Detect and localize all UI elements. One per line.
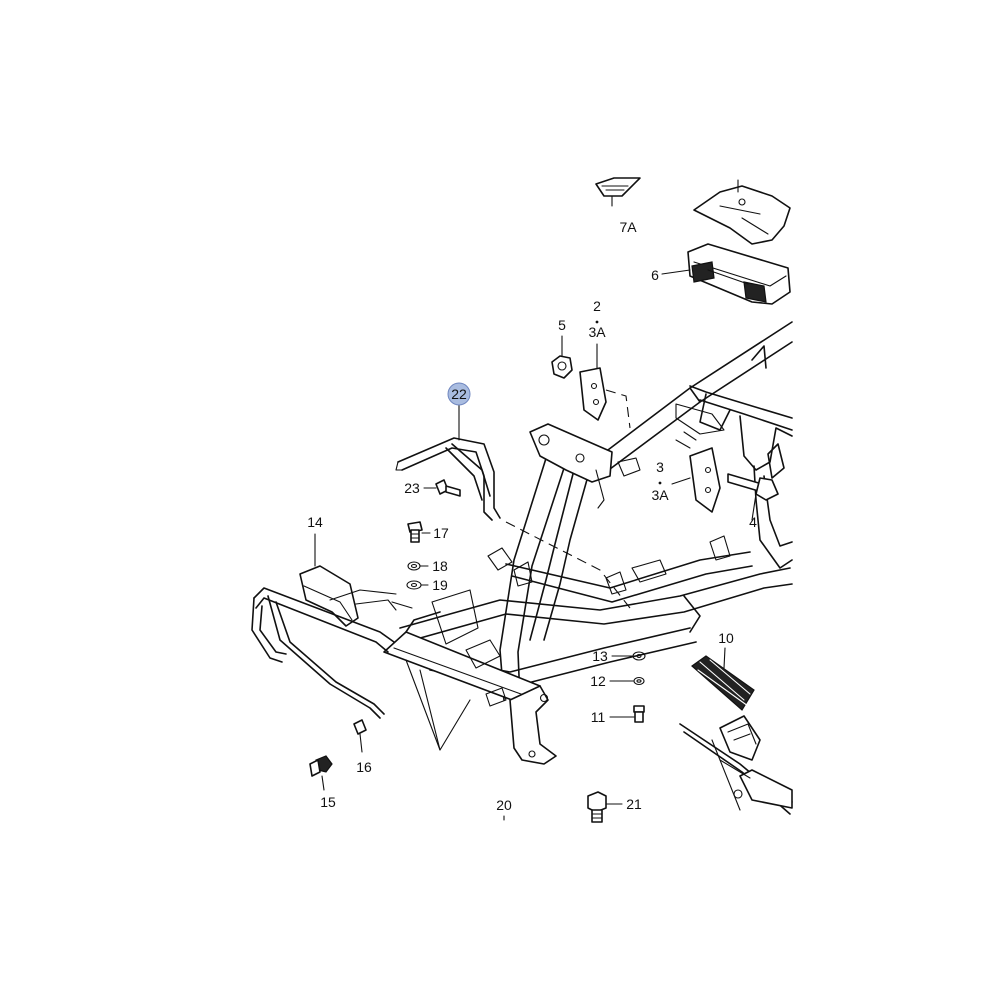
part-6-drawing [661, 243, 791, 305]
part-12-drawing [633, 676, 645, 686]
footrest-stand-drawing [679, 715, 793, 815]
callout-6[interactable]: 6 [651, 267, 659, 283]
part-2-3A-drawing [579, 343, 631, 429]
part-14-drawing [251, 533, 413, 719]
part-10-drawing [691, 647, 755, 711]
callout-10[interactable]: 10 [718, 630, 734, 646]
callout-15[interactable]: 15 [320, 794, 336, 810]
callout-14[interactable]: 14 [307, 514, 323, 530]
part-19-drawing [406, 580, 422, 590]
callout-17[interactable]: 17 [433, 525, 449, 541]
part-13-drawing [632, 651, 646, 661]
callout-11[interactable]: 11 [591, 709, 606, 725]
callout-3A-mid[interactable]: 3A [651, 487, 669, 503]
callout-3A-top[interactable]: 3A [588, 324, 606, 340]
callout-2[interactable]: 2 [593, 298, 601, 314]
callout-18[interactable]: 18 [432, 558, 448, 574]
part-7A-drawing [595, 177, 791, 245]
callout-dots [595, 320, 662, 485]
callout-21[interactable]: 21 [626, 796, 642, 812]
part-23-drawing [435, 479, 461, 497]
callout-13[interactable]: 13 [592, 648, 608, 664]
callout-23[interactable]: 23 [404, 480, 420, 496]
callout-20[interactable]: 20 [496, 797, 512, 813]
callout-3[interactable]: 3 [656, 459, 664, 475]
part-17-drawing [407, 521, 423, 543]
callout-16[interactable]: 16 [356, 759, 372, 775]
part-21-drawing [587, 791, 607, 823]
part-5-drawing [551, 335, 573, 379]
part-22-drawing [395, 403, 501, 521]
callout-5[interactable]: 5 [558, 317, 566, 333]
part-18-drawing [407, 561, 421, 571]
callout-4[interactable]: 4 [749, 514, 757, 530]
callout-19[interactable]: 19 [432, 577, 448, 593]
callout-7A[interactable]: 7A [619, 219, 637, 235]
part-11-drawing [633, 705, 645, 723]
main-frame-drawing [383, 321, 793, 765]
leader-lines [419, 477, 691, 805]
callout-12[interactable]: 12 [590, 673, 606, 689]
callout-labels: 7A 6 2 3A 5 22 23 3 3A 4 14 17 18 19 10 … [307, 219, 757, 813]
part-16-drawing [353, 719, 367, 753]
part-15-drawing [309, 755, 333, 791]
callout-22[interactable]: 22 [451, 386, 467, 402]
highlight-badge-22[interactable] [447, 382, 471, 406]
